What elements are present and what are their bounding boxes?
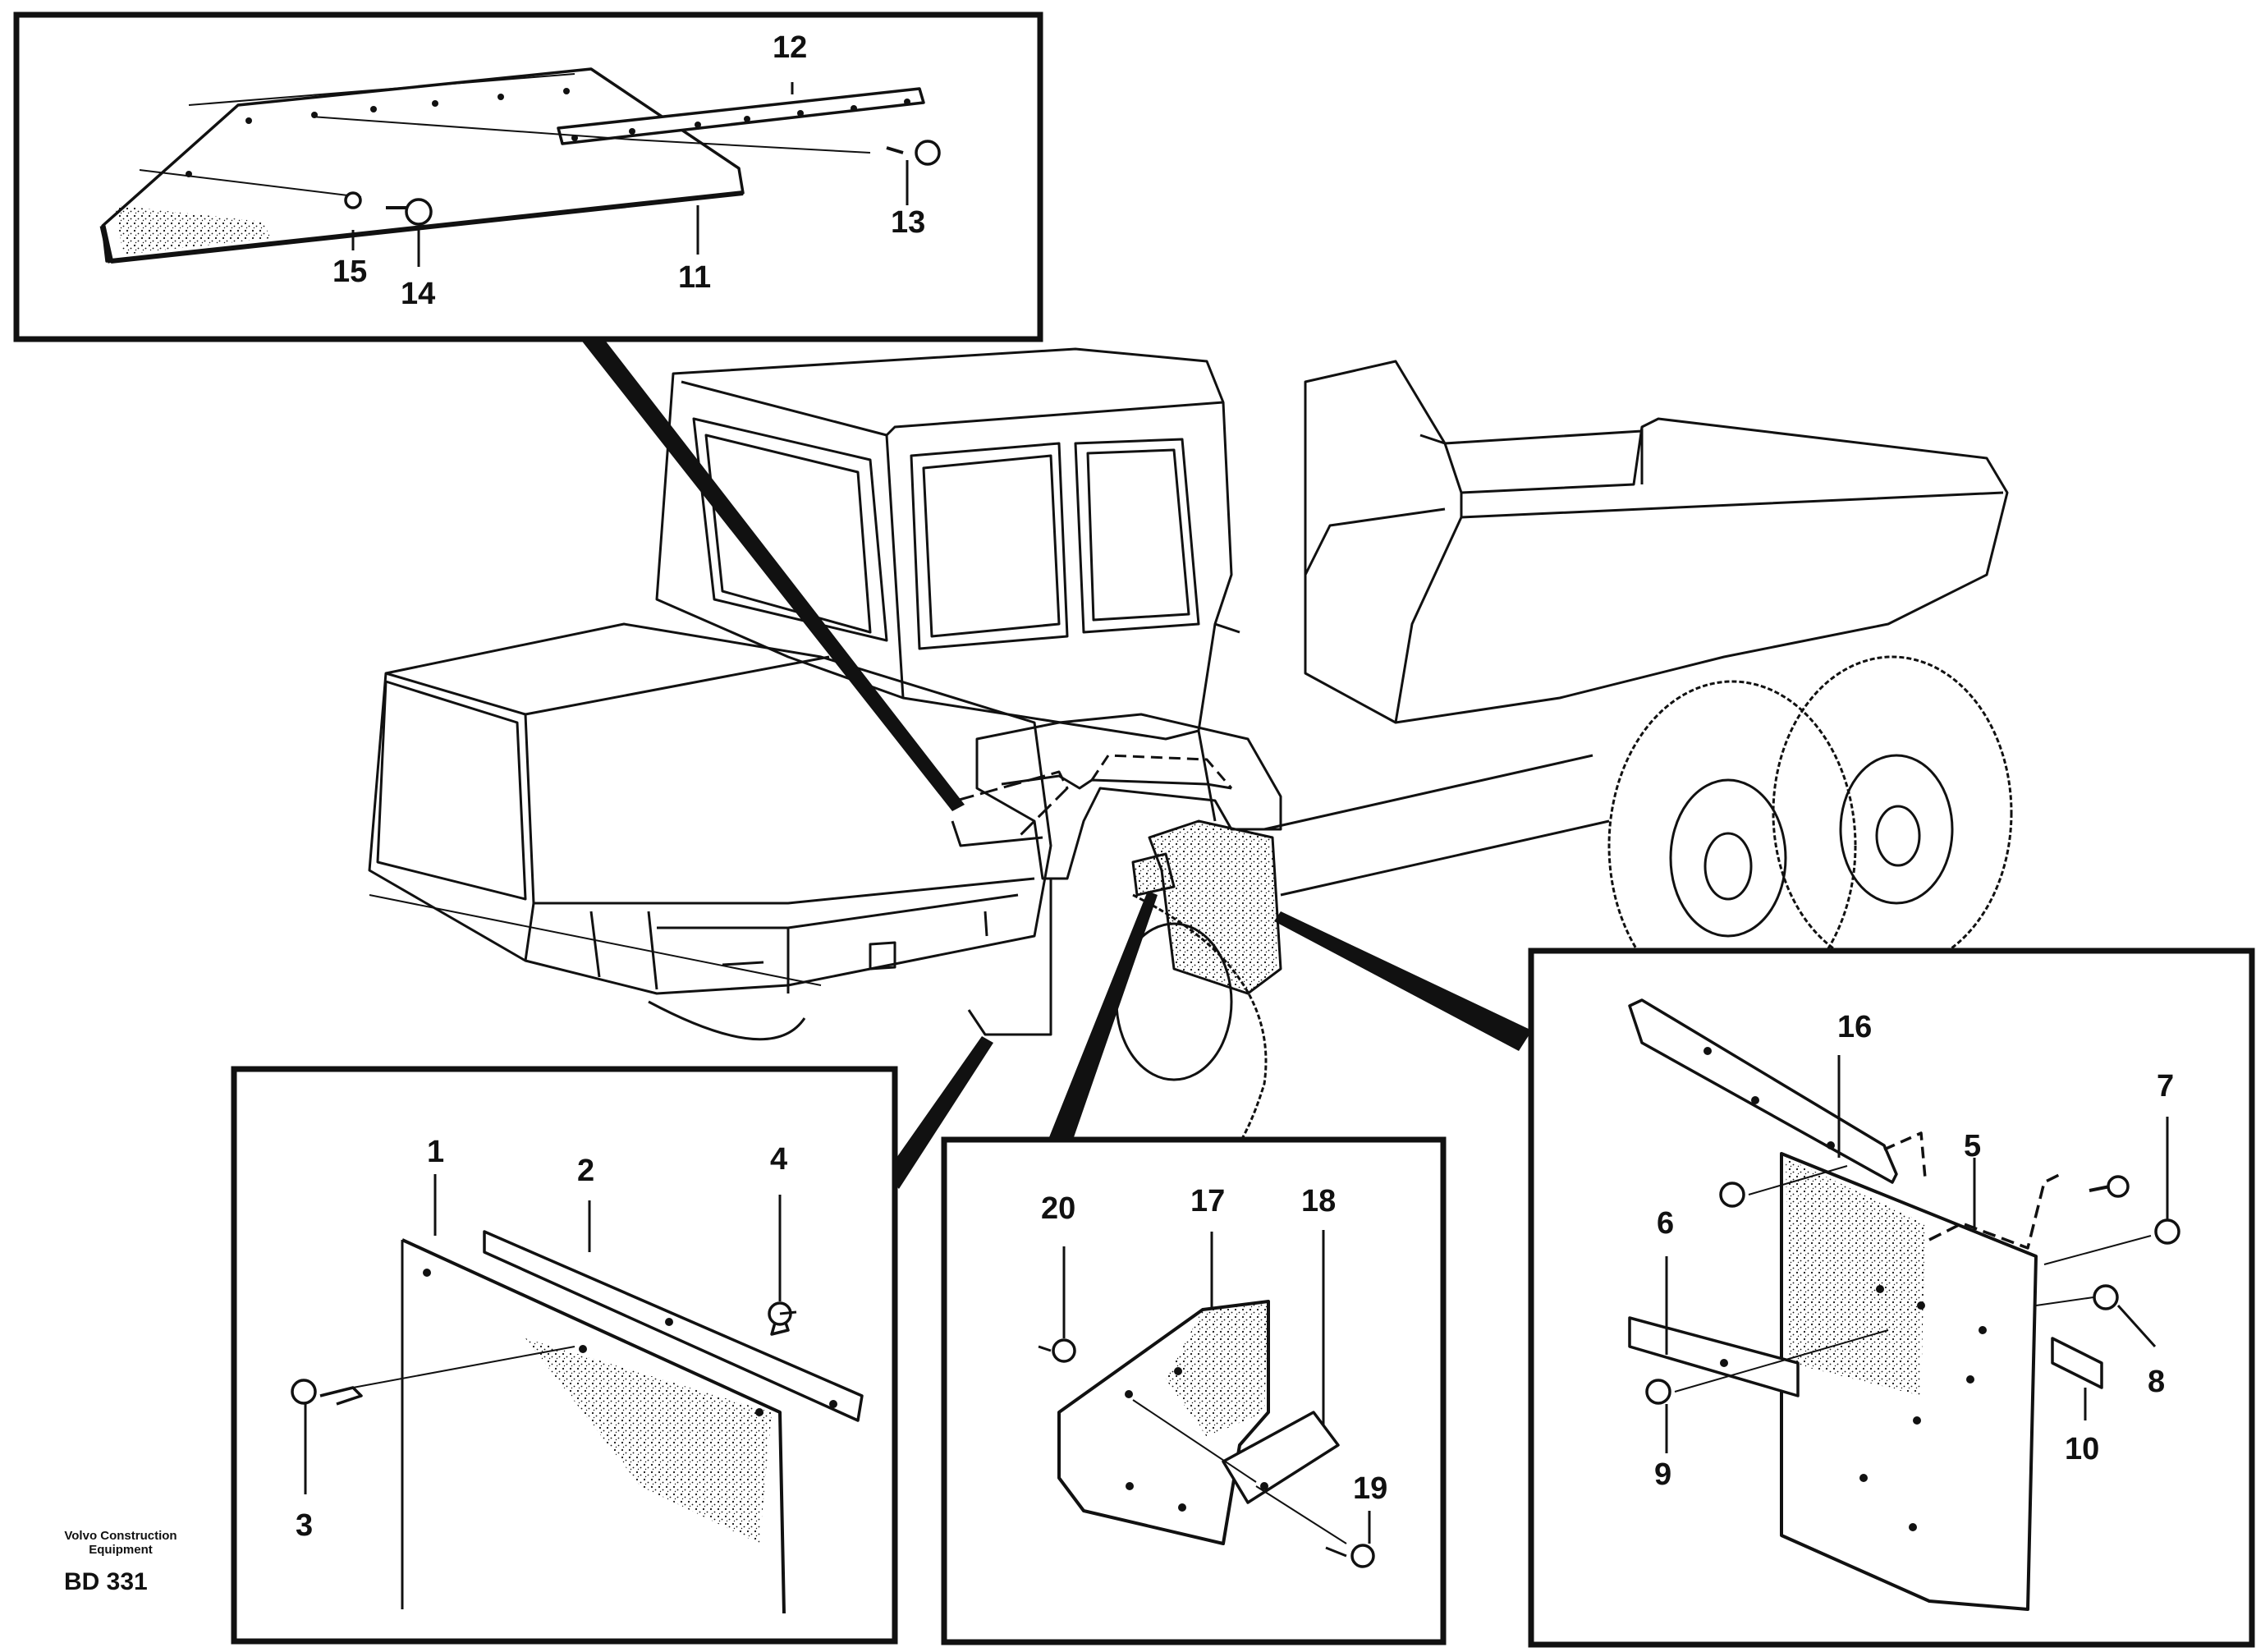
label-5: 5: [1964, 1129, 1981, 1163]
dump-body: [1304, 360, 2009, 724]
leader-right: [1274, 911, 1532, 1051]
figure-code: BD 331: [64, 1568, 148, 1595]
leader-center: [1049, 891, 1158, 1137]
truck-mudguard-plate: [1148, 819, 1282, 995]
label-6: 6: [1657, 1206, 1674, 1241]
label-12: 12: [773, 30, 807, 65]
label-7: 7: [2157, 1069, 2174, 1104]
leader-left: [885, 1036, 993, 1189]
panel-top: [13, 11, 1043, 342]
label-13: 13: [891, 205, 925, 240]
label-10: 10: [2065, 1432, 2099, 1466]
label-4: 4: [770, 1142, 787, 1177]
label-16: 16: [1837, 1010, 1872, 1044]
label-14: 14: [401, 277, 435, 311]
label-9: 9: [1654, 1457, 1671, 1492]
leader-top: [577, 335, 965, 811]
panel-left: [231, 1066, 898, 1645]
label-2: 2: [577, 1154, 594, 1188]
label-20: 20: [1041, 1191, 1075, 1226]
panel-right: [1528, 948, 2255, 1648]
rear-wheels: [1263, 655, 2013, 1012]
label-15: 15: [332, 255, 367, 289]
part-labels: 1 2 3 4 5 6 7 8 9 10 11 12 13 14 15 16 1…: [296, 30, 2174, 1543]
credit-line-1: Volvo Construction: [64, 1529, 177, 1543]
cab: [655, 347, 1240, 822]
label-8: 8: [2148, 1365, 2165, 1399]
callout-leaders: [577, 335, 1532, 1189]
label-1: 1: [427, 1135, 444, 1169]
publisher-credit: Volvo Construction Equipment: [51, 1529, 190, 1557]
front-fender: [951, 713, 1282, 1036]
label-18: 18: [1301, 1184, 1336, 1218]
label-3: 3: [296, 1508, 313, 1543]
label-17: 17: [1190, 1184, 1225, 1218]
panel-center: [941, 1136, 1447, 1645]
label-19: 19: [1353, 1471, 1387, 1506]
credit-line-2: Equipment: [89, 1543, 153, 1557]
label-11: 11: [678, 260, 711, 295]
hood: [368, 622, 1052, 995]
